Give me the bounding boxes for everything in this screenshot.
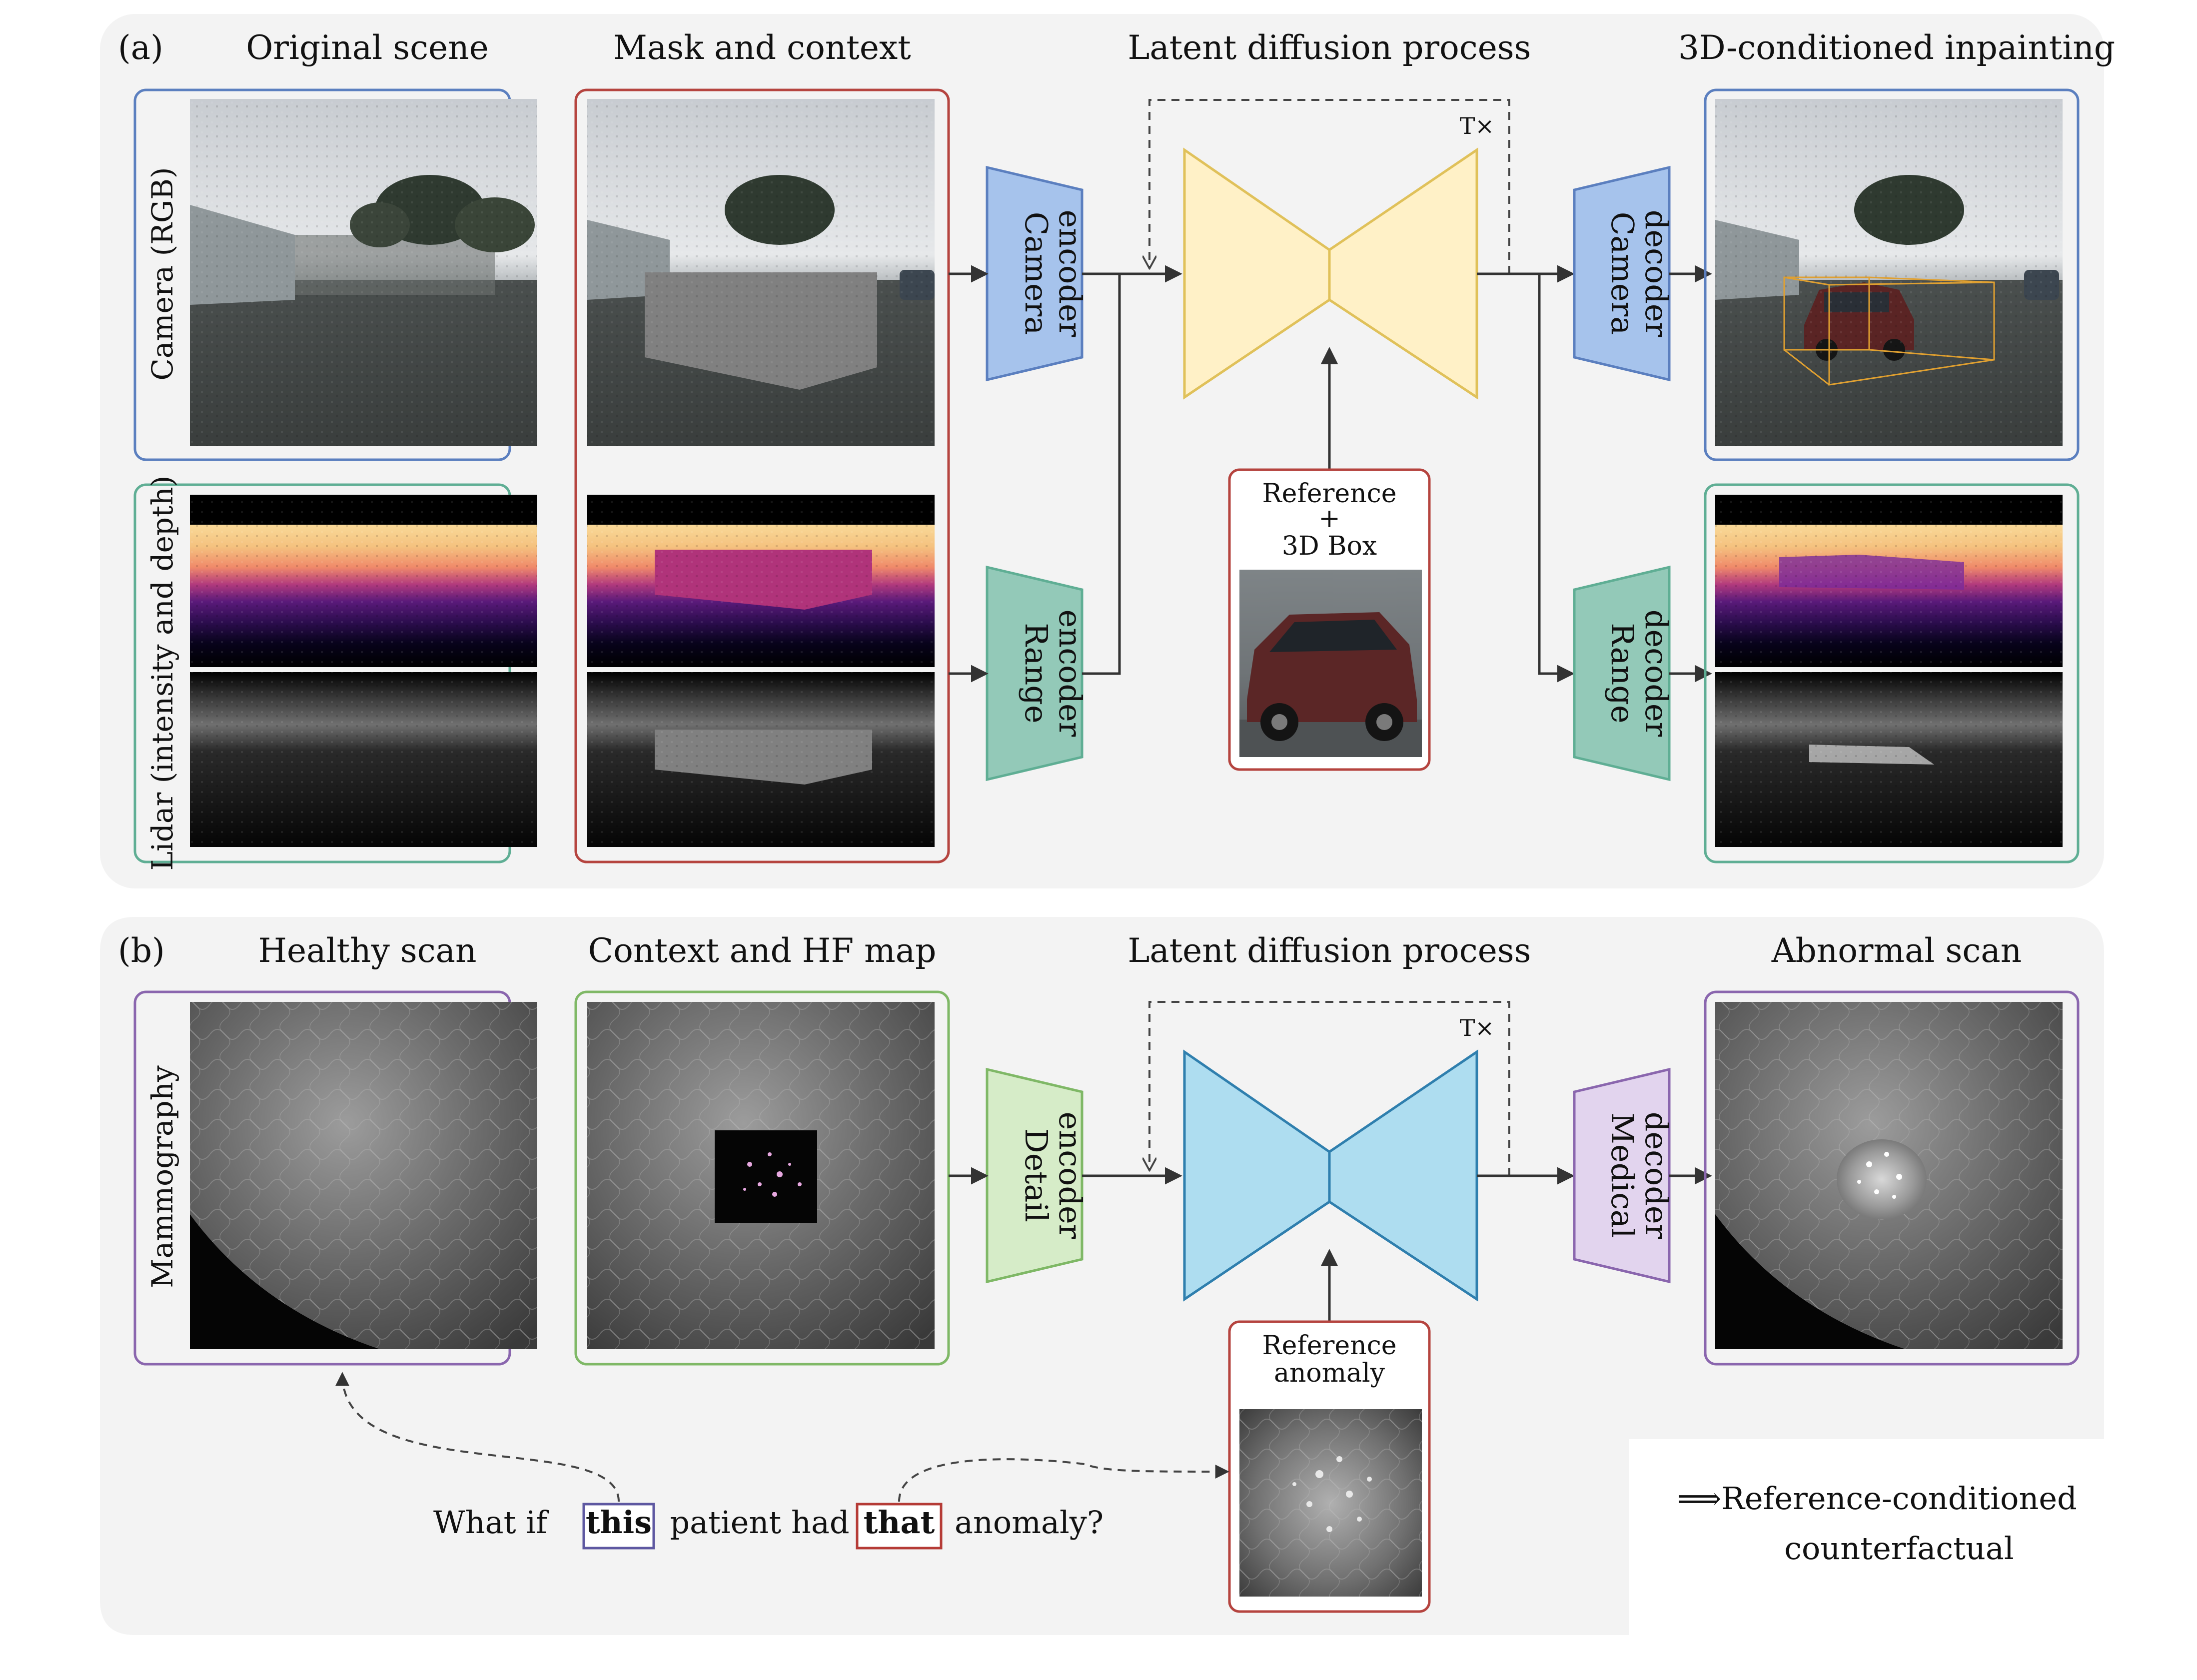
reference-a-line-2: + — [1318, 504, 1340, 534]
header-mask-context: Mask and context — [613, 28, 911, 67]
camera-decoder-label-1: Camera — [1604, 212, 1641, 335]
header-3d-inpainting: 3D-conditioned inpainting — [1678, 28, 2115, 67]
context-hf-image — [587, 1002, 935, 1349]
question-this: this — [586, 1504, 652, 1541]
lidar-output-frame — [1704, 483, 2080, 863]
camera-encoder — [986, 165, 1084, 382]
loop-label-a: T× — [1460, 112, 1494, 139]
camera-output-frame — [1704, 88, 2080, 461]
encoder-join-line — [1082, 272, 1121, 675]
camera-original-image — [190, 99, 537, 446]
legend-line-2: counterfactual — [1784, 1530, 2014, 1567]
header-context-hf: Context and HF map — [588, 931, 937, 970]
that-highlight-box — [856, 1503, 943, 1550]
diffusion-loop-b — [1149, 1001, 1510, 1176]
medical-decoder — [1573, 1067, 1671, 1284]
link-that-to-reference-anomaly — [898, 1458, 1229, 1502]
row-label-mammography: Mammography — [145, 1065, 179, 1288]
range-decoder-label-2: decoder — [1638, 610, 1675, 737]
abnormal-mammogram-image — [1715, 1002, 2063, 1349]
header-latent-diffusion-a: Latent diffusion process — [1127, 28, 1531, 67]
header-abnormal-scan: Abnormal scan — [1771, 931, 2022, 970]
loop-label-b: T× — [1460, 1014, 1494, 1041]
panel-b-tag: (b) — [118, 931, 165, 970]
mask-context-frame — [574, 88, 950, 863]
masked-camera-image — [587, 99, 935, 446]
detail-encoder — [986, 1067, 1084, 1284]
reference-a-line-3: 3D Box — [1282, 531, 1377, 561]
range-encoder-label-1: Range — [1018, 623, 1055, 723]
detail-encoder-label-1: Detail — [1018, 1128, 1055, 1222]
link-this-to-healthy-scan — [335, 1372, 620, 1502]
reference-a-line-1: Reference — [1262, 479, 1397, 509]
reference-anomaly-image — [1239, 1409, 1422, 1597]
inserted-anomaly — [1837, 1139, 1927, 1219]
hf-map-region — [715, 1130, 817, 1223]
counterfactual-question: What if this patient had that anomaly? — [433, 1503, 1103, 1550]
hf-map-speckles — [743, 1152, 802, 1197]
legend-line-1: Reference-conditioned — [1721, 1480, 2077, 1517]
masked-lidar-image — [587, 495, 935, 847]
diffusion-loop-a — [1149, 99, 1510, 274]
this-highlight-box — [582, 1503, 655, 1550]
reference-anomaly-line-1: Reference — [1262, 1331, 1397, 1361]
reference-anomaly-line-2: anomaly — [1274, 1358, 1385, 1388]
context-hf-frame — [574, 990, 950, 1366]
camera-encoder-label-1: Camera — [1018, 212, 1055, 335]
arrow-to-range-decoder — [1538, 274, 1575, 683]
row-label-lidar: Lidar (intensity and depth) — [145, 476, 179, 871]
panel-a-tag: (a) — [118, 28, 163, 67]
legend: ⟹ Reference-conditioned counterfactual — [1677, 1480, 2077, 1567]
header-original-scene: Original scene — [246, 28, 489, 67]
lidar-original-image — [190, 495, 537, 847]
medical-decoder-label-1: Medical — [1604, 1112, 1641, 1238]
camera-output-image — [1715, 99, 2063, 446]
reference-car-image — [1239, 570, 1422, 757]
header-healthy-scan: Healthy scan — [258, 931, 476, 970]
row-label-camera: Camera (RGB) — [145, 167, 179, 381]
range-decoder — [1573, 565, 1671, 782]
question-part-3: anomaly? — [955, 1504, 1103, 1541]
camera-decoder — [1573, 165, 1671, 382]
abnormal-scan-frame — [1704, 990, 2080, 1366]
question-part-1: What if — [433, 1504, 549, 1541]
legend-arrow-icon: ⟹ — [1677, 1480, 1722, 1517]
question-part-2: patient had — [670, 1504, 849, 1541]
range-encoder — [986, 565, 1084, 782]
medical-decoder-label-2: decoder — [1638, 1112, 1675, 1239]
healthy-mammogram-image — [190, 1002, 537, 1349]
question-that: that — [864, 1504, 935, 1541]
lidar-output-image — [1715, 495, 2063, 847]
camera-decoder-label-2: decoder — [1638, 210, 1675, 337]
header-latent-diffusion-b: Latent diffusion process — [1127, 931, 1531, 970]
range-decoder-label-1: Range — [1604, 623, 1641, 723]
